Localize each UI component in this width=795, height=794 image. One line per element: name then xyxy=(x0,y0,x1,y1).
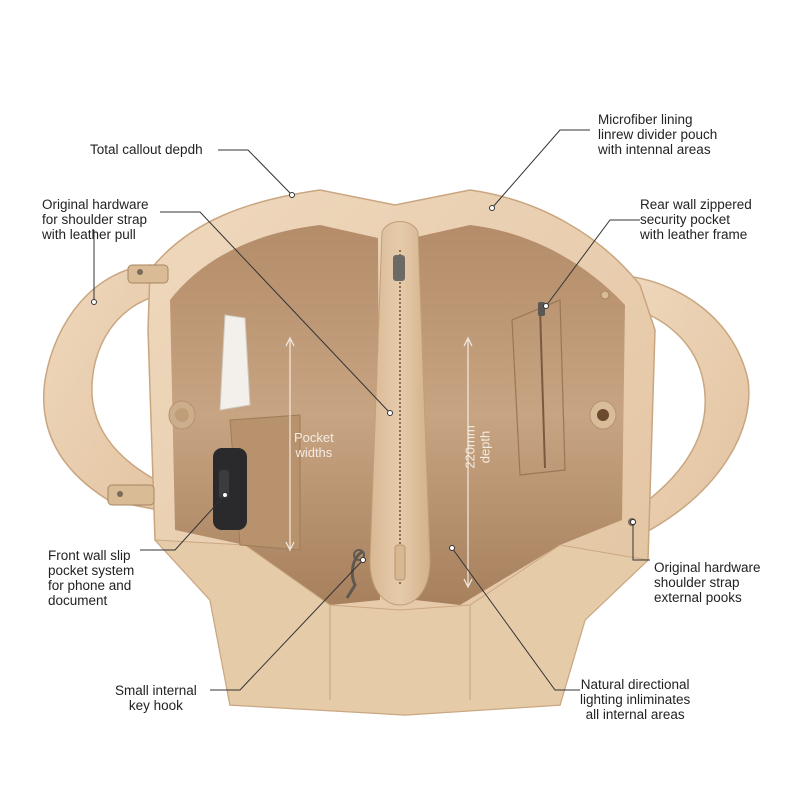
callout-rear-wall-pocket: Rear wall zippered security pocket with … xyxy=(640,197,752,242)
callout-original-hardware-left: Original hardware for shoulder strap wit… xyxy=(42,197,149,242)
callout-line: pocket system xyxy=(48,563,135,578)
depth-label: 220mm depth xyxy=(463,425,493,468)
leader-dots xyxy=(91,192,636,563)
measure-line: widths xyxy=(295,445,333,460)
callout-line: key hook xyxy=(128,698,183,713)
callout-line: Small internal xyxy=(115,683,197,698)
callout-line: Front wall slip xyxy=(48,548,131,563)
left-strap-buckles xyxy=(107,264,169,506)
callout-line: all internal areas xyxy=(585,707,685,722)
callout-line: security pocket xyxy=(640,212,731,227)
callout-line: with leather frame xyxy=(640,227,748,242)
callout-microfiber-lining: Microfiber lining linrew divider pouch w… xyxy=(598,112,717,157)
callout-line: Rear wall zippered xyxy=(640,197,752,212)
callout-line: shoulder strap xyxy=(654,575,740,590)
center-divider-pouch xyxy=(369,221,431,606)
callout-line: Total callout depdh xyxy=(90,142,203,157)
callout-line: Original hardware xyxy=(42,197,149,212)
callout-line: for shoulder strap xyxy=(42,212,148,227)
callout-line: linrew divider pouch xyxy=(598,127,718,142)
phone xyxy=(213,448,247,530)
key-hook xyxy=(345,550,363,599)
callout-original-hardware-right: Original hardware shoulder strap externa… xyxy=(654,560,761,605)
pocket-width-arrow xyxy=(285,336,295,552)
callout-line: Natural directional xyxy=(580,677,690,692)
callout-line: Original hardware xyxy=(654,560,761,575)
callout-key-hook: Small internal key hook xyxy=(115,683,197,713)
measure-line: depth xyxy=(477,430,493,464)
callout-line: Microfiber lining xyxy=(598,112,693,127)
right-compartment-lining xyxy=(412,225,625,605)
callout-line: external pooks xyxy=(654,590,742,605)
callout-front-wall-pocket: Front wall slip pocket system for phone … xyxy=(48,548,134,608)
zipper-pull xyxy=(393,255,405,281)
callout-line: for phone and xyxy=(48,578,132,593)
callout-line: with leather pull xyxy=(42,227,136,242)
measure-line: Pocket xyxy=(294,430,334,445)
callout-total-depth: Total callout depdh xyxy=(90,142,203,157)
callout-line: lighting inliminates xyxy=(580,692,691,707)
callout-natural-lighting: Natural directional lighting inliminates… xyxy=(580,677,690,722)
depth-arrow xyxy=(463,336,473,589)
pocket-widths-label: Pocket widths xyxy=(294,430,334,460)
right-shoulder-strap xyxy=(617,274,750,531)
callout-line: with intennal areas xyxy=(598,142,711,157)
callout-leader-lines xyxy=(93,129,650,691)
measure-line: 220mm xyxy=(462,425,478,469)
left-shoulder-strap xyxy=(43,264,182,513)
document-card xyxy=(219,314,251,411)
callout-line: document xyxy=(48,593,108,608)
